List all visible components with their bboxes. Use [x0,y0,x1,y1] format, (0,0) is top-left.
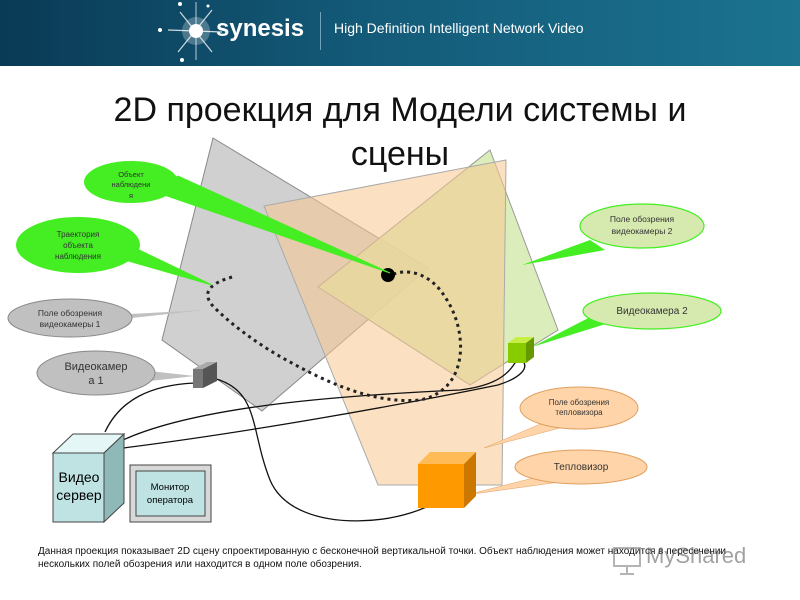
slide-title: 2D проекция для Модели системы и сцены [113,91,687,173]
synesis-logo: synesis [158,2,304,62]
slide-caption: Данная проекция показывает 2D сцену спро… [38,546,727,570]
thermal-device [418,452,476,508]
thermal-field-of-view [263,159,507,486]
presentation-board-icon [613,547,641,567]
callout-thermal: Тепловизор [514,449,648,485]
brand-name: synesis [216,15,304,42]
callout-camera2: Видеокамера 2 [582,292,722,330]
header-separator [320,12,321,50]
camera1-device [193,362,217,388]
svg-text:Тепловизор: Тепловизор [554,462,609,473]
star-icon [158,2,223,62]
svg-text:Видеокамера 2: Видеокамера 2 [616,306,688,317]
watermark-logo [613,547,641,575]
camera2-pointer [532,312,612,347]
object-trajectory [206,270,462,403]
slide-header: synesis High Definition Intelligent Netw… [0,0,800,66]
svg-text:Видеокамера 1: Видеокамера 1 [64,361,127,387]
field2-pointer [522,240,605,265]
watermark-text: MyShared [646,543,747,568]
camera2-device [508,337,534,363]
header-tagline: High Definition Intelligent Network Vide… [334,20,584,36]
